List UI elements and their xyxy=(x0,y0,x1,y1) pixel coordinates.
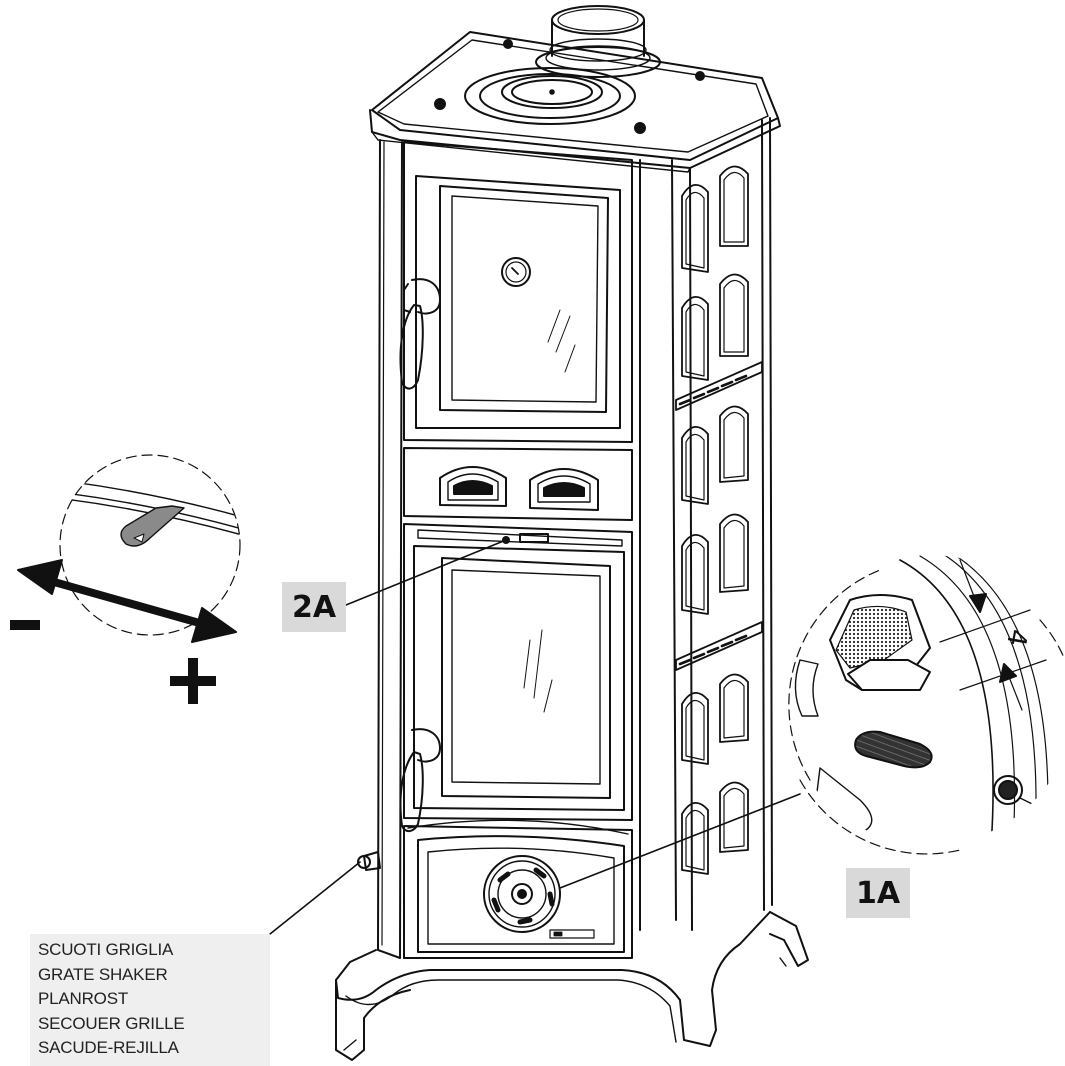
caption-line-en: GRATE SHAKER xyxy=(38,964,168,984)
caption-line-fr: SECOUER GRILLE xyxy=(38,1013,185,1033)
flue-collar xyxy=(535,5,661,78)
plus-symbol xyxy=(170,658,216,704)
callout-label-1a: 1A xyxy=(846,868,910,918)
side-panels xyxy=(675,165,763,875)
caption-line-es: SACUDE-REJILLA xyxy=(38,1038,179,1057)
leader-grate-shaker xyxy=(269,861,361,935)
zoom-detail-1a xyxy=(788,555,1065,855)
grate-shaker-caption: SCUOTI GRIGLIA GRATE SHAKER PLANROST SEC… xyxy=(30,934,270,1066)
stove-base xyxy=(335,911,809,1061)
caption-line-de: PLANROST xyxy=(38,989,129,1008)
thermometer xyxy=(501,257,531,287)
dimension-gap-value: 4 xyxy=(1000,627,1032,649)
caption-line-it: SCUOTI GRIGLIA xyxy=(38,940,174,959)
stove-body xyxy=(335,5,809,1061)
adjust-double-arrow xyxy=(17,559,237,643)
grate-shaker-knob xyxy=(357,851,381,871)
air-vent-right xyxy=(529,468,599,511)
cooking-ring xyxy=(464,67,636,125)
leader-2a xyxy=(345,539,507,606)
grate-wheel xyxy=(483,855,561,933)
lower-door-handle xyxy=(399,728,441,832)
air-vent-left xyxy=(439,466,507,507)
upper-door-handle xyxy=(399,278,441,390)
leader-1a xyxy=(559,793,801,889)
callout-label-2a: 2A xyxy=(282,582,346,632)
minus-symbol xyxy=(10,620,40,630)
